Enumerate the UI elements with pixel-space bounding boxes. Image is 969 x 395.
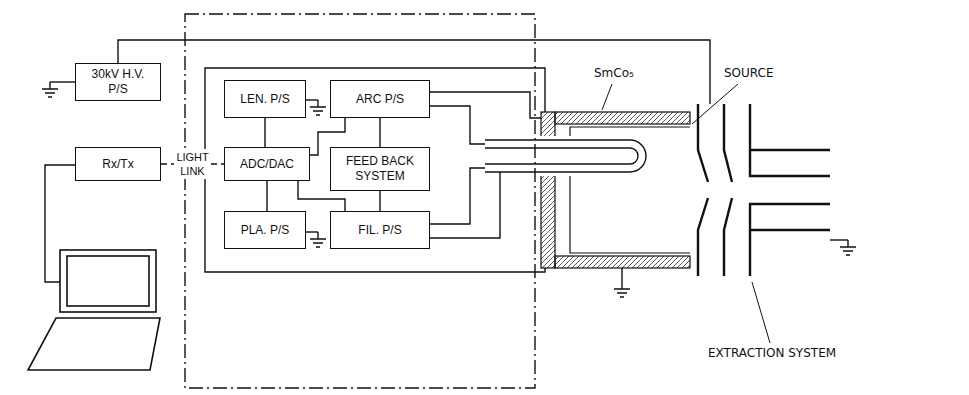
power-supply-box: FIL. P/S bbox=[330, 211, 430, 249]
ground-symbol bbox=[614, 282, 630, 297]
signal-wire bbox=[379, 118, 380, 147]
ground-wire bbox=[306, 99, 318, 100]
box-label: FIL. P/S bbox=[358, 223, 401, 238]
ground-symbol bbox=[840, 240, 856, 255]
platform-enclosure bbox=[185, 14, 535, 388]
extraction-electrode bbox=[724, 104, 732, 276]
arc-wire bbox=[430, 106, 485, 144]
computer-display bbox=[67, 256, 149, 306]
power-supply-box: Rx/Tx bbox=[75, 147, 161, 181]
platform-bus bbox=[205, 68, 545, 272]
box-label: FEED BACK SYSTEM bbox=[337, 154, 423, 184]
ground-wire bbox=[830, 239, 848, 240]
ground-wire bbox=[621, 268, 622, 282]
part-label: SmCo₅ bbox=[592, 66, 636, 80]
box-label: LEN. P/S bbox=[240, 92, 289, 107]
filament-wire bbox=[430, 172, 500, 238]
box-label: Rx/Tx bbox=[102, 157, 133, 172]
computer-screen bbox=[60, 250, 156, 312]
magnet-bar bbox=[541, 112, 555, 268]
signal-wire bbox=[264, 118, 265, 147]
power-supply-box: FEED BACK SYSTEM bbox=[330, 147, 430, 191]
part-label: SOURCE bbox=[722, 66, 776, 80]
magnet-bar bbox=[555, 112, 690, 124]
power-supply-box: PLA. P/S bbox=[224, 211, 306, 249]
ground-electrode bbox=[750, 104, 830, 276]
power-supply-box: LEN. P/S bbox=[224, 80, 306, 118]
ground-symbol bbox=[42, 82, 58, 97]
leader-line bbox=[752, 282, 770, 343]
signal-wire bbox=[379, 191, 380, 211]
leader-line bbox=[602, 84, 612, 110]
link-label: LIGHT LINK bbox=[174, 149, 210, 180]
part-label: EXTRACTION SYSTEM bbox=[706, 346, 838, 360]
magnet-bar bbox=[555, 256, 690, 268]
feedthrough bbox=[538, 136, 573, 176]
computer-keyboard bbox=[28, 318, 160, 370]
ground-wire bbox=[50, 81, 75, 82]
chamber-wall bbox=[570, 127, 690, 253]
power-supply-box: ADC/DAC bbox=[224, 147, 310, 181]
box-label: ARC P/S bbox=[356, 92, 404, 107]
extraction-electrode bbox=[698, 104, 708, 276]
arc-wire bbox=[430, 92, 541, 118]
filament bbox=[485, 140, 646, 172]
ground-symbol bbox=[310, 232, 326, 247]
box-label: PLA. P/S bbox=[241, 223, 290, 238]
ground-symbol bbox=[310, 100, 326, 115]
box-label: 30kV H.V. P/S bbox=[82, 67, 154, 97]
leader-line bbox=[692, 84, 738, 124]
power-supply-box: ARC P/S bbox=[330, 80, 430, 118]
ground-wire bbox=[306, 231, 318, 232]
filament-wire bbox=[430, 168, 485, 224]
box-label: ADC/DAC bbox=[240, 157, 294, 172]
power-supply-box: 30kV H.V. P/S bbox=[75, 63, 161, 101]
signal-wire bbox=[266, 181, 267, 211]
